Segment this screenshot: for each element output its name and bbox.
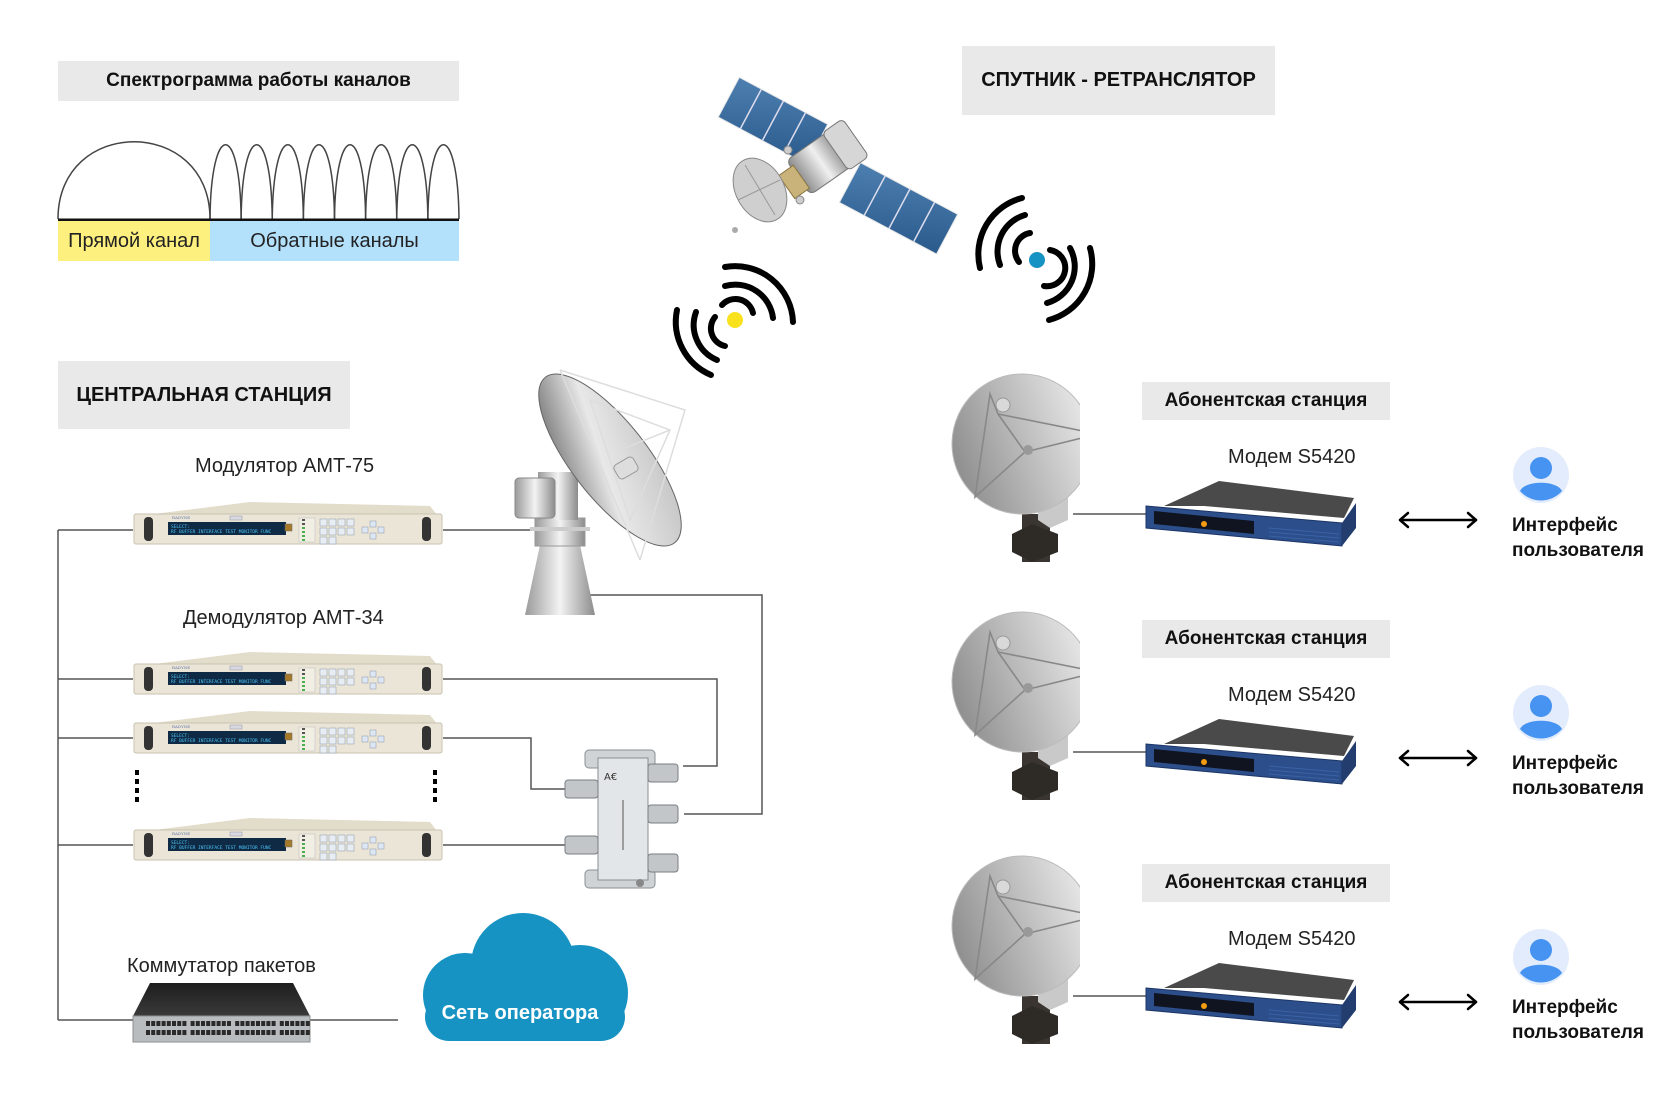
- user-avatar-icon: [1513, 929, 1569, 985]
- return-channel-arc: [427, 144, 460, 220]
- device-display-line1: SELECT:: [171, 674, 190, 680]
- svg-text:RADYNE: RADYNE: [172, 515, 190, 520]
- modem-device-icon: [1145, 719, 1356, 785]
- bidirectional-arrow-icon: [1398, 511, 1478, 529]
- device-display-line2: RF BUFFER INTERFACE TEST MONITOR FUNC: [171, 529, 272, 535]
- demodulator-device: SELECT: RF BUFFER INTERFACE TEST MONITOR…: [130, 709, 445, 757]
- return-channels-bar: Обратные каналы: [210, 221, 459, 261]
- subscriber-station-title: Абонентская станция: [1142, 620, 1390, 658]
- downlink-dot: [1029, 252, 1045, 268]
- modulator-device: SELECT: RF BUFFER INTERFACE TEST MONITOR…: [130, 500, 445, 548]
- subscriber-station-title: Абонентская станция: [1142, 864, 1390, 902]
- device-display-line2: RF BUFFER INTERFACE TEST MONITOR FUNC: [171, 845, 272, 851]
- return-channel-arc: [209, 144, 242, 220]
- device-display-line1: SELECT:: [171, 524, 190, 530]
- forward-channel-arc: [57, 141, 211, 220]
- modem-device-icon: [1145, 481, 1356, 547]
- return-channel-arc: [333, 144, 367, 220]
- uplink-dot: [727, 312, 743, 328]
- user-interface-label-line1: Интерфейс: [1512, 515, 1618, 536]
- satellite-icon: [717, 76, 959, 255]
- spectrogram-chart: [57, 141, 460, 222]
- subscriber-dish-icon: [951, 611, 1080, 800]
- user-interface-label-line2: пользователя: [1512, 1022, 1644, 1043]
- device-display-line2: RF BUFFER INTERFACE TEST MONITOR FUNC: [171, 679, 272, 685]
- user-interface-label-line1: Интерфейс: [1512, 753, 1618, 774]
- more-devices-dots-right: [433, 770, 437, 806]
- central-station-title: ЦЕНТРАЛЬНАЯ СТАНЦИЯ: [58, 361, 350, 429]
- ground-antenna-icon: [514, 369, 686, 615]
- user-interface-label: Интерфейс пользователя: [1512, 513, 1644, 563]
- user-interface-label-line2: пользователя: [1512, 778, 1644, 799]
- operator-network-cloud: [423, 913, 628, 1041]
- subscriber-dish-icon: [951, 855, 1080, 1044]
- demodulator-device: SELECT: RF BUFFER INTERFACE TEST MONITOR…: [130, 650, 445, 698]
- svg-text:RADYNE: RADYNE: [172, 724, 190, 729]
- user-interface-label-line1: Интерфейс: [1512, 997, 1618, 1018]
- return-channel-arc: [240, 144, 273, 220]
- bidirectional-arrow-icon: [1398, 993, 1478, 1011]
- satellite-title: СПУТНИК - РЕТРАНСЛЯТОР: [962, 46, 1275, 115]
- bidirectional-arrow-icon: [1398, 749, 1478, 767]
- user-interface-label: Интерфейс пользователя: [1512, 751, 1644, 801]
- return-channel-arc: [302, 144, 336, 220]
- modulator-label: Модулятор АМТ-75: [195, 455, 375, 477]
- user-avatar-icon: [1513, 685, 1569, 741]
- return-channel-arc: [396, 144, 429, 220]
- forward-channel-bar: Прямой канал: [58, 221, 210, 261]
- demodulator-label: Демодулятор АМТ-34: [183, 607, 384, 629]
- wire-antenna-splitter: [582, 594, 763, 815]
- user-interface-label: Интерфейс пользователя: [1512, 995, 1644, 1045]
- demodulator-device: SELECT: RF BUFFER INTERFACE TEST MONITOR…: [130, 816, 445, 864]
- modem-device-icon: [1145, 963, 1356, 1029]
- modem-label: Модем S5420: [1228, 928, 1356, 950]
- more-devices-dots-left: [135, 770, 139, 806]
- device-display-line1: SELECT:: [171, 840, 190, 846]
- svg-text:A€: A€: [604, 772, 617, 783]
- packet-switch-icon: [132, 983, 311, 1043]
- svg-text:RADYNE: RADYNE: [172, 831, 190, 836]
- wire-demod2-splitter: [443, 737, 567, 790]
- return-channel-arc: [271, 144, 305, 220]
- svg-text:RADYNE: RADYNE: [172, 665, 190, 670]
- operator-network-label: Сеть оператора: [441, 1002, 599, 1024]
- return-channel-arc: [364, 144, 398, 220]
- spectrogram-title: Спектрограмма работы каналов: [58, 61, 459, 101]
- switch-label: Коммутатор пакетов: [127, 955, 316, 977]
- user-interface-label-line2: пользователя: [1512, 540, 1644, 561]
- device-display-line1: SELECT:: [171, 733, 190, 739]
- user-avatar-icon: [1513, 447, 1569, 503]
- modem-label: Модем S5420: [1228, 446, 1356, 468]
- modem-label: Модем S5420: [1228, 684, 1356, 706]
- wire-demod1-splitter: [443, 678, 718, 767]
- uplink-wave-icon: [672, 263, 796, 378]
- splitter-icon: A€: [564, 749, 679, 889]
- device-display-line2: RF BUFFER INTERFACE TEST MONITOR FUNC: [171, 738, 272, 744]
- subscriber-station-title: Абонентская станция: [1142, 382, 1390, 420]
- subscriber-dish-icon: [951, 373, 1080, 562]
- downlink-wave-icon: [975, 195, 1096, 323]
